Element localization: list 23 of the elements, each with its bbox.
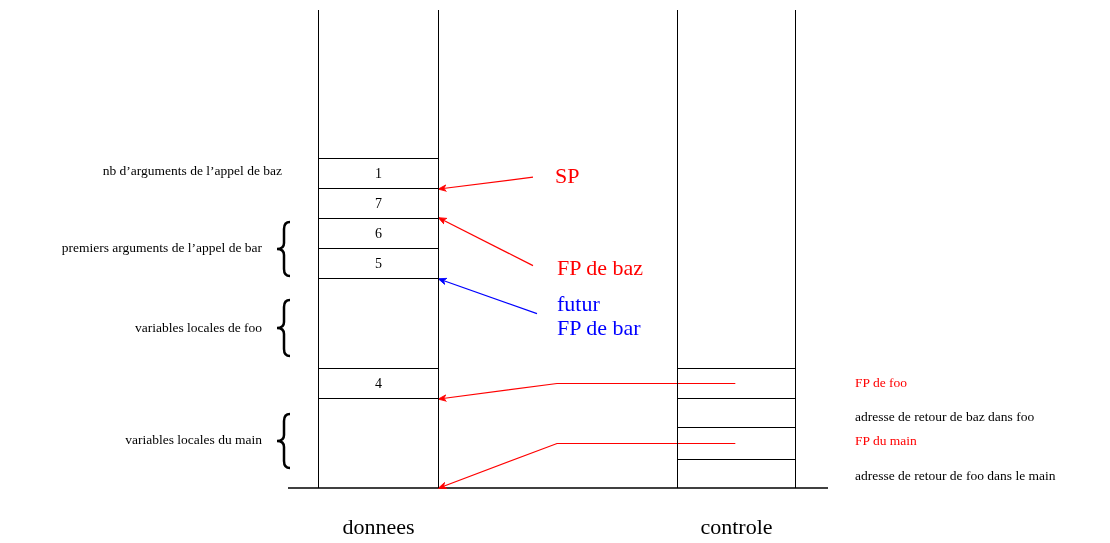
pointer-arrow <box>437 176 534 192</box>
annotation-text: FP de foo <box>855 375 907 391</box>
annotation-text: adresse de retour de baz dans foo <box>855 409 1035 425</box>
annotation-text: nb d’arguments de l’appel de baz <box>102 163 282 179</box>
stack-cell <box>677 427 796 460</box>
pointer-arrow <box>437 442 736 489</box>
stack-column <box>677 10 796 488</box>
pointer-arrow <box>437 217 534 267</box>
pointer-label: FP de baz <box>533 256 663 280</box>
annotation-text: FP du main <box>855 433 917 449</box>
annotation-text: variables locales de foo <box>134 320 262 336</box>
pointer-label: SP <box>533 164 613 188</box>
annotation-text: adresse de retour de foo dans le main <box>855 468 1056 484</box>
column-title: donnees <box>341 515 416 539</box>
pointer-arrow <box>437 278 538 315</box>
annotation-text: premiers arguments de l’appel de bar <box>61 240 262 256</box>
pointer-label: futur FP de bar <box>537 292 667 340</box>
stack-cell <box>677 368 796 399</box>
annotation-text: variables locales du main <box>125 432 262 448</box>
pointer-arrow <box>437 382 736 402</box>
stack-cell: 4 <box>318 368 439 399</box>
column-title: controle <box>699 515 774 539</box>
stack-column <box>318 10 439 488</box>
